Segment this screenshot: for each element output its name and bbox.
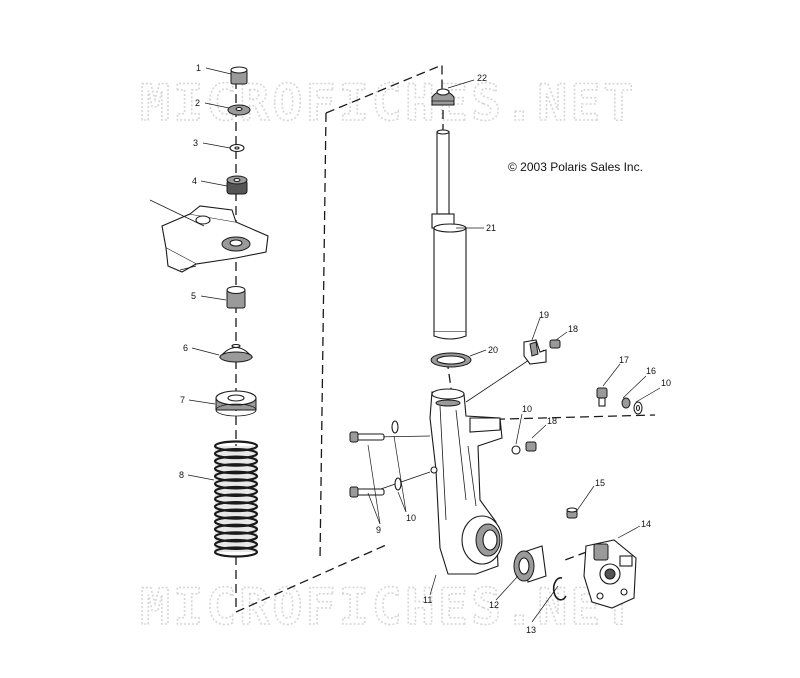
part-17-bolt[interactable] — [596, 387, 608, 407]
part-6-dome-cup[interactable] — [218, 343, 254, 363]
callout-11: 11 — [423, 595, 432, 605]
part-8-coil-spring[interactable] — [213, 440, 259, 558]
callout-10-a: 10 — [406, 513, 416, 523]
part-22-bump-stop[interactable] — [431, 88, 455, 106]
callout-8: 8 — [179, 470, 184, 480]
part-11-spindle[interactable] — [429, 388, 503, 575]
callout-18-b: 18 — [547, 416, 557, 426]
part-13-snap-ring[interactable] — [552, 577, 567, 601]
callout-15: 15 — [595, 478, 605, 488]
part-18-nut-lower[interactable] — [525, 441, 537, 452]
part-15-grease-fitting[interactable] — [566, 507, 578, 519]
callout-19: 19 — [539, 310, 549, 320]
part-2-washer[interactable] — [227, 104, 251, 116]
part-10-washer-right[interactable] — [633, 401, 643, 415]
callout-14: 14 — [641, 519, 651, 529]
callout-6: 6 — [183, 343, 188, 353]
callout-labels: 1 2 3 4 5 6 7 8 9 10 10 10 11 12 13 14 1… — [179, 63, 671, 635]
callout-12: 12 — [489, 600, 499, 610]
callout-7: 7 — [180, 395, 185, 405]
part-12-bearing[interactable] — [513, 545, 547, 583]
watermark-top: MICROFICHES.NET — [140, 74, 637, 132]
part-10-washer-upper[interactable] — [391, 420, 399, 434]
part-4-bushing[interactable] — [226, 175, 248, 195]
part-9-bolt-lower[interactable] — [349, 486, 385, 498]
callout-9: 9 — [376, 525, 381, 535]
callout-16: 16 — [646, 366, 656, 376]
part-3-washer[interactable] — [229, 143, 245, 153]
part-18-nut-upper[interactable] — [549, 339, 561, 349]
callout-5: 5 — [191, 291, 196, 301]
part-14-hub-assembly[interactable] — [583, 539, 637, 609]
part-20-washer[interactable] — [430, 352, 472, 368]
callout-1: 1 — [196, 63, 201, 73]
callout-3: 3 — [193, 138, 198, 148]
part-16-washer[interactable] — [621, 397, 631, 409]
callout-10-c: 10 — [661, 378, 671, 388]
leader-lines — [187, 67, 661, 623]
part-9-bolt-upper[interactable] — [349, 431, 385, 443]
callout-13: 13 — [526, 625, 536, 635]
frame-mount-bracket[interactable] — [149, 199, 269, 273]
part-21-strut[interactable] — [431, 129, 467, 340]
part-1-nut[interactable] — [230, 66, 248, 85]
part-19-clamp[interactable] — [523, 339, 547, 365]
watermark-bottom: MICROFICHES.NET — [140, 578, 637, 636]
callout-4: 4 — [192, 176, 197, 186]
callout-20: 20 — [488, 345, 498, 355]
callout-17: 17 — [619, 355, 629, 365]
part-10-washer-middle[interactable] — [511, 445, 521, 455]
copyright-notice: © 2003 Polaris Sales Inc. — [508, 160, 643, 174]
callout-21: 21 — [486, 223, 496, 233]
part-10-washer-lower[interactable] — [394, 477, 402, 491]
callout-10-b: 10 — [522, 404, 532, 414]
part-7-spring-seat[interactable] — [215, 390, 257, 417]
callout-22: 22 — [477, 73, 487, 83]
callout-18-a: 18 — [568, 324, 578, 334]
part-5-nut[interactable] — [226, 285, 246, 309]
callout-2: 2 — [195, 98, 200, 108]
